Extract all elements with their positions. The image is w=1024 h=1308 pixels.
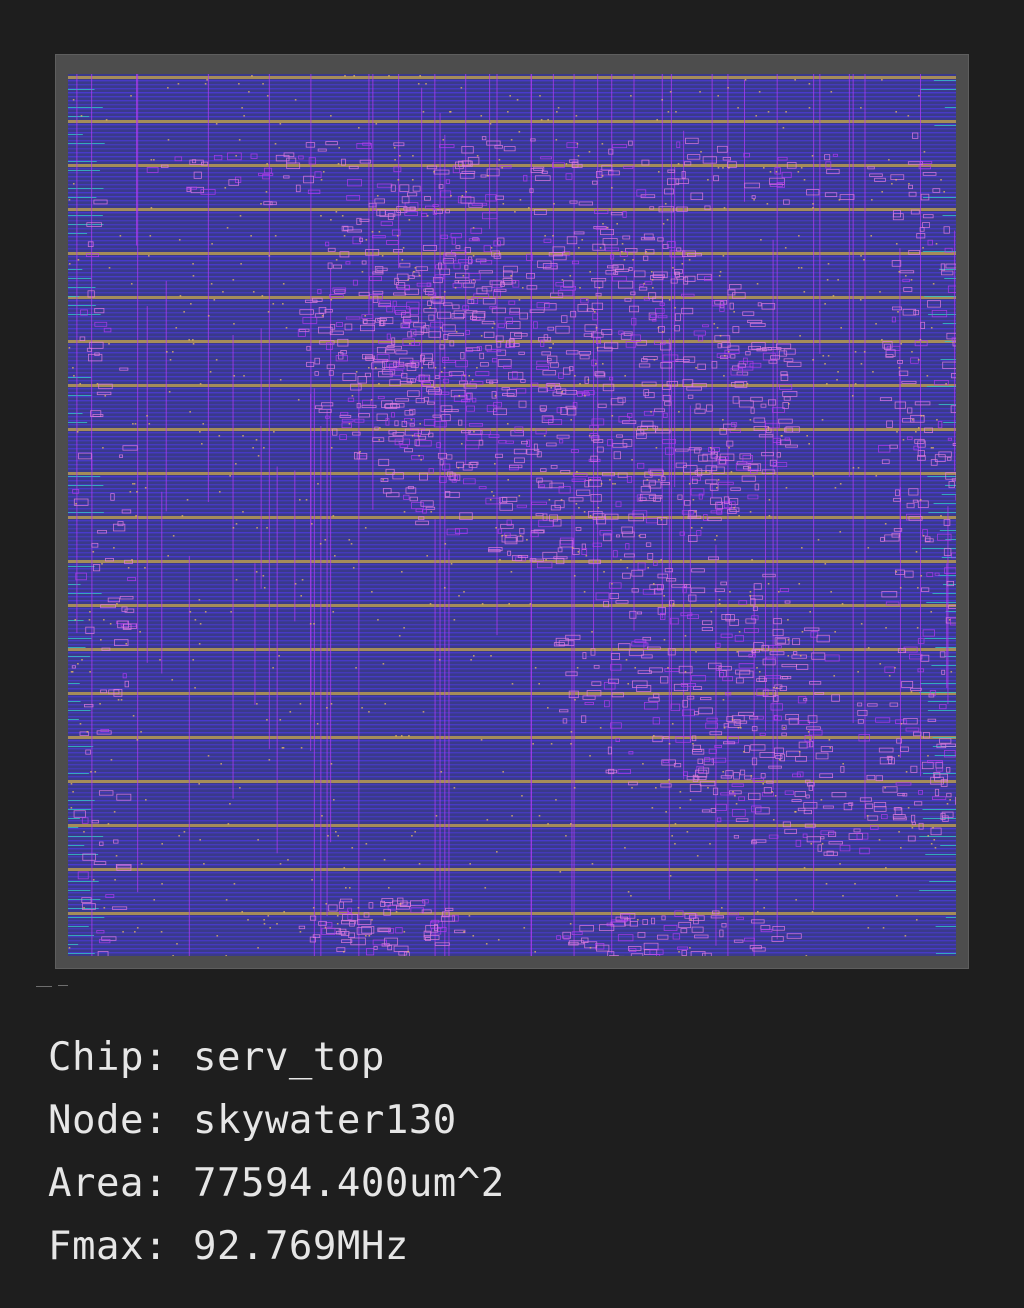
chip-line: Chip: serv_top xyxy=(48,1026,505,1089)
chip-label: Chip: xyxy=(48,1035,168,1080)
scale-bar-tick xyxy=(58,985,68,986)
scale-bar xyxy=(36,985,68,987)
area-label: Area: xyxy=(48,1161,168,1206)
node-line: Node: skywater130 xyxy=(48,1089,505,1152)
fmax-line: Fmax: 92.769MHz xyxy=(48,1215,505,1278)
chip-value: serv_top xyxy=(193,1035,385,1080)
chip-info-panel: Chip: serv_top Node: skywater130 Area: 7759… xyxy=(48,1026,505,1278)
node-value: skywater130 xyxy=(193,1098,457,1143)
area-value: 77594.400um^2 xyxy=(193,1161,505,1206)
layout-drawing xyxy=(68,74,956,956)
area-line: Area: 77594.400um^2 xyxy=(48,1152,505,1215)
fmax-value: 92.769MHz xyxy=(193,1224,409,1269)
scale-bar-line xyxy=(36,986,52,987)
chip-layout-image xyxy=(68,74,956,956)
node-label: Node: xyxy=(48,1098,168,1143)
fmax-label: Fmax: xyxy=(48,1224,168,1269)
